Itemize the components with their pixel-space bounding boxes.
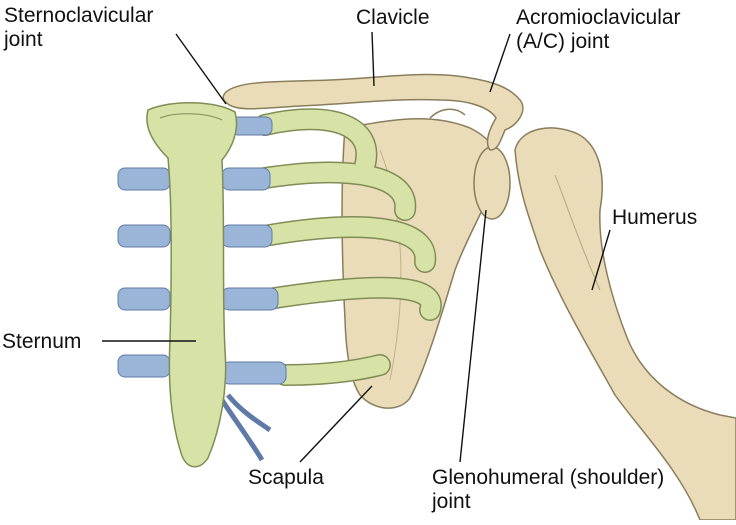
glenohumeral-joint-label: Glenohumeral (shoulder) joint [432, 466, 664, 514]
glenohumeral-label-line2: joint [432, 490, 471, 513]
sternoclavicular-label-line2: joint [4, 28, 43, 51]
sternoclavicular-joint-label: Sternoclavicular joint [4, 4, 153, 52]
acromioclavicular-joint-label: Acromioclavicular (A/C) joint [516, 6, 681, 54]
sternum-bone [146, 102, 238, 468]
sternoclavicular-label-line1: Sternoclavicular [4, 4, 154, 27]
acromioclavicular-label-line1: Acromioclavicular [516, 6, 681, 29]
acromioclavicular-label-line2: (A/C) joint [516, 30, 610, 53]
leader-lines [102, 31, 611, 463]
ribs [254, 108, 442, 386]
humerus-bone [514, 127, 736, 521]
glenohumeral-label-line1: Glenohumeral (shoulder) [432, 466, 665, 489]
sternum-label: Sternum [2, 330, 82, 353]
clavicle-bone [222, 73, 524, 151]
clavicle-label: Clavicle [356, 6, 430, 29]
humerus-label: Humerus [612, 206, 698, 229]
scapula-label: Scapula [248, 466, 324, 489]
costal-cartilages [117, 116, 287, 462]
